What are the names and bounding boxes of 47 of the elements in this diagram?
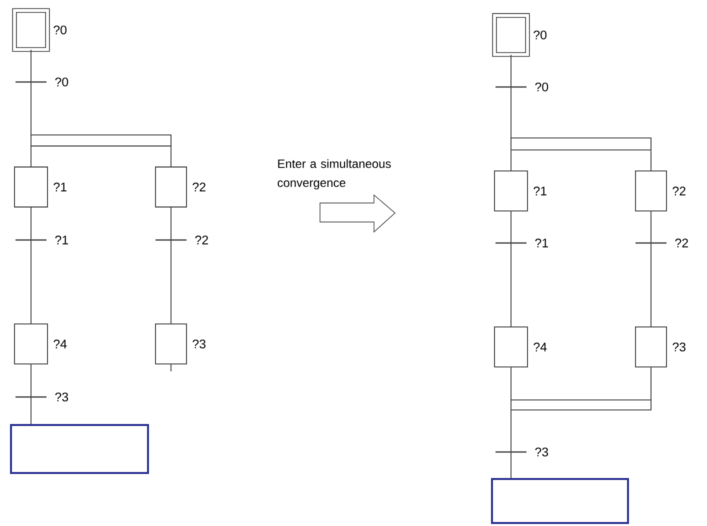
connector-line (650, 211, 652, 243)
parallel-bar (30, 134, 172, 146)
step-label: ?1 (534, 186, 546, 196)
transition-label: ?3 (55, 392, 68, 402)
transition-label: ?2 (675, 238, 688, 248)
step-label: ?4 (534, 342, 547, 352)
connector-line (30, 364, 32, 397)
transition-label: ?3 (535, 448, 548, 456)
connector-line (510, 452, 512, 478)
parallel-bar (510, 400, 652, 410)
connector-line (650, 243, 652, 327)
step-label: ?0 (54, 26, 67, 34)
connector-line (170, 240, 172, 324)
connector-line (30, 207, 32, 240)
connector-line (510, 243, 512, 327)
step-label: ?2 (672, 186, 686, 196)
step-label: ?2 (192, 182, 206, 192)
step-label: ?0 (534, 30, 547, 40)
step-label: ?4 (54, 340, 67, 348)
selection-box (10, 424, 149, 474)
transition-label: ?0 (535, 82, 548, 92)
step-label: ?3 (192, 340, 206, 348)
connector-line (30, 397, 32, 424)
instruction-text: Enter a simultaneous convergence (278, 159, 391, 190)
step-label: ?1 (54, 182, 66, 192)
connector-line (510, 366, 512, 400)
transition-label: ?1 (535, 238, 548, 248)
selection-box (491, 478, 629, 524)
connector-line (510, 87, 512, 138)
step-label: ?3 (672, 342, 686, 352)
connector-line (170, 207, 172, 240)
transition-label: ?0 (55, 78, 68, 86)
connector-line (510, 410, 512, 452)
transition-label: ?2 (195, 236, 208, 244)
connector-line (30, 82, 32, 135)
connector-line (30, 240, 32, 324)
parallel-bar (510, 138, 652, 150)
connector-line (510, 54, 512, 87)
transition-label: ?1 (55, 236, 68, 244)
connector-line (30, 146, 32, 167)
connector-line (30, 49, 32, 82)
connector-line (510, 150, 512, 171)
connector-line (170, 146, 172, 167)
connector-line (650, 366, 652, 400)
connector-line (510, 211, 512, 243)
connector-line (650, 150, 652, 171)
connector-line (170, 364, 172, 372)
